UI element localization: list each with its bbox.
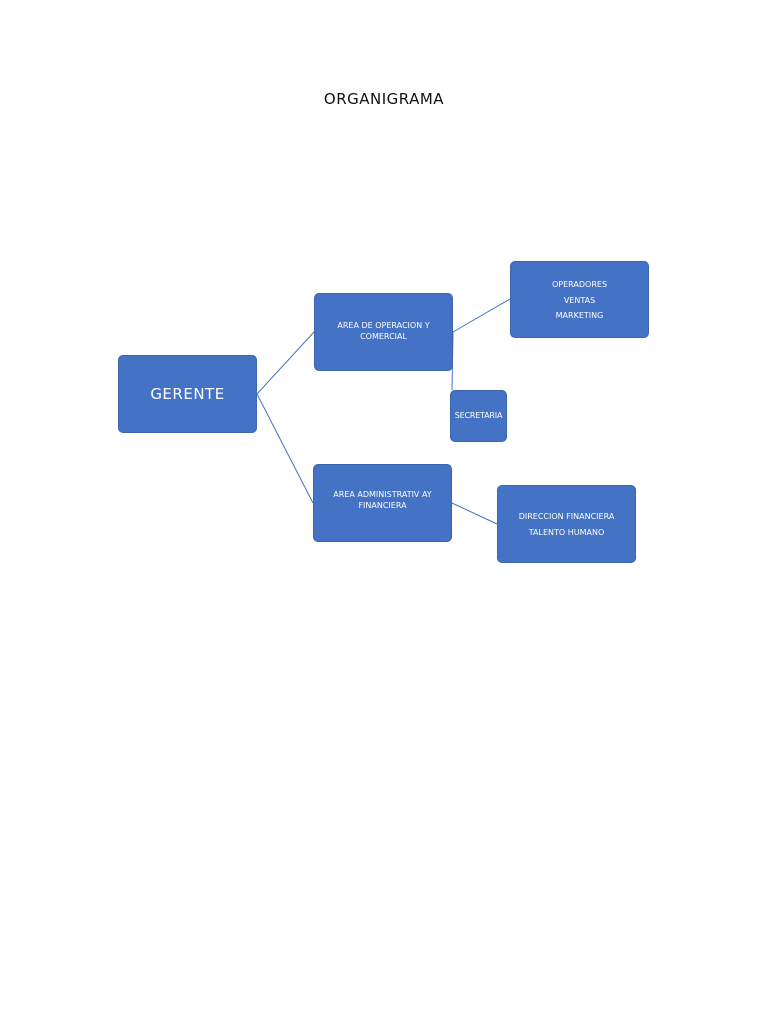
connector-operacion-operadores	[452, 298, 511, 333]
node-gerente-label: GERENTE	[150, 384, 225, 403]
node-direccion-line-2: TALENTO HUMANO	[528, 528, 605, 537]
node-direccion-line-1: DIRECCION FINANCIERA	[518, 512, 615, 521]
connector-gerente-operacion	[256, 331, 315, 395]
page-title: ORGANIGRAMA	[323, 90, 445, 108]
node-operadores-line-2: VENTAS	[563, 295, 596, 305]
connector-administrativa-direccion	[451, 502, 498, 525]
node-administrativa-label: AREA ADMINISTRATIV AY FINANCIERA	[333, 490, 432, 510]
node-secretaria: SECRETARIA	[450, 390, 507, 442]
node-gerente: GERENTE	[118, 355, 257, 433]
node-operacion-label: AREA DE OPERACION Y COMERCIAL	[337, 321, 430, 341]
node-operadores-line-3: MARKETING	[555, 311, 604, 321]
node-operadores-line-1: OPERADORES	[551, 280, 608, 289]
node-operadores-ventas-marketing: OPERADORES VENTAS MARKETING	[510, 261, 649, 338]
node-area-administrativa-financiera: AREA ADMINISTRATIV AY FINANCIERA	[313, 464, 452, 542]
connector-gerente-administrativa	[256, 393, 314, 504]
node-secretaria-label: SECRETARIA	[454, 410, 503, 420]
node-direccion-talento: DIRECCION FINANCIERA TALENTO HUMANO	[497, 485, 636, 563]
node-area-operacion-comercial: AREA DE OPERACION Y COMERCIAL	[314, 293, 453, 371]
